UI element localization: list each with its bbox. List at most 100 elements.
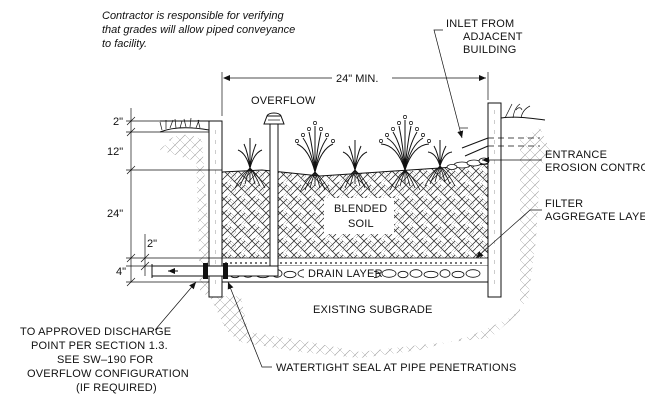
overflow-riser: OVERFLOW bbox=[251, 95, 316, 277]
aggregate-dot bbox=[365, 262, 367, 264]
inlet-label-1: INLET FROM bbox=[446, 18, 514, 30]
aggregate-dot bbox=[450, 262, 452, 264]
discharge-label-4: OVERFLOW CONFIGURATION bbox=[27, 368, 189, 380]
drain-stone bbox=[439, 269, 451, 278]
filter-callout: FILTER AGGREGATE LAYER bbox=[475, 198, 645, 259]
existing-subgrade: EXISTING SUBGRADE bbox=[160, 128, 550, 358]
drain-stone bbox=[283, 270, 297, 279]
aggregate-dot bbox=[395, 262, 397, 264]
discharge-label-5: (IF REQUIRED) bbox=[76, 382, 157, 394]
aggregate-dot bbox=[455, 262, 457, 264]
aggregate-dot bbox=[335, 262, 337, 264]
aggregate-dot bbox=[370, 262, 372, 264]
aggregate-dot bbox=[310, 262, 312, 264]
plants bbox=[234, 115, 456, 193]
plant bbox=[234, 138, 266, 189]
existing-subgrade-label: EXISTING SUBGRADE bbox=[313, 304, 433, 316]
aggregate-dot bbox=[315, 262, 317, 264]
aggregate-dot bbox=[440, 262, 442, 264]
aggregate-dot bbox=[345, 262, 347, 264]
filter-layer-dim-label: 2" bbox=[147, 238, 157, 250]
aggregate-dot bbox=[470, 262, 472, 264]
depth-dimensions: 2" 12" 24" 2" 4" bbox=[107, 108, 222, 287]
blended-soil-label-1: BLENDED bbox=[334, 203, 387, 215]
aggregate-dot bbox=[260, 262, 262, 264]
discharge-label-1: TO APPROVED DISCHARGE bbox=[20, 326, 171, 338]
right-wall bbox=[487, 102, 502, 298]
aggregate-dot bbox=[250, 262, 252, 264]
filter-label-2: AGGREGATE LAYER bbox=[545, 211, 645, 223]
aggregate-dot bbox=[330, 262, 332, 264]
aggregate-dot bbox=[355, 262, 357, 264]
note-line-3: to facility. bbox=[102, 38, 147, 50]
aggregate-dot bbox=[435, 262, 437, 264]
ponding-dim-label: 12" bbox=[107, 146, 123, 158]
blended-soil-layer: BLENDED SOIL bbox=[221, 163, 489, 258]
inlet-label-2: ADJACENT bbox=[463, 31, 523, 43]
drain-stone bbox=[465, 269, 481, 278]
drain-depth-dim-label: 4" bbox=[116, 266, 126, 278]
inlet-callout: INLET FROM ADJACENT BUILDING bbox=[433, 18, 523, 139]
aggregate-dot bbox=[390, 262, 392, 264]
aggregate-dot bbox=[300, 262, 302, 264]
freeboard-dim-label: 2" bbox=[113, 116, 123, 128]
width-dimension-label: 24" MIN. bbox=[336, 73, 378, 85]
seal-callout: WATERTIGHT SEAL AT PIPE PENETRATIONS bbox=[227, 281, 517, 374]
drain-stone bbox=[409, 269, 423, 278]
plant bbox=[379, 115, 431, 191]
aggregate-dot bbox=[290, 262, 292, 264]
aggregate-dot bbox=[285, 262, 287, 264]
drain-stone bbox=[451, 270, 465, 279]
aggregate-dot bbox=[420, 262, 422, 264]
aggregate-dot bbox=[445, 262, 447, 264]
drain-stone bbox=[423, 270, 439, 279]
aggregate-dot bbox=[305, 262, 307, 264]
grass-tufts bbox=[159, 117, 201, 131]
entrance-label-2: EROSION CONTROL bbox=[545, 162, 645, 174]
aggregate-dot bbox=[430, 262, 432, 264]
contractor-note: Contractor is responsible for verifying … bbox=[102, 10, 295, 50]
aggregate-dot bbox=[460, 262, 462, 264]
aggregate-dot bbox=[425, 262, 427, 264]
discharge-callout: TO APPROVED DISCHARGE POINT PER SECTION … bbox=[20, 281, 197, 394]
plant bbox=[339, 140, 371, 191]
note-line-1: Contractor is responsible for verifying bbox=[102, 10, 284, 22]
drain-stone bbox=[381, 269, 397, 278]
aggregate-dot bbox=[360, 262, 362, 264]
inlet-pipe bbox=[460, 127, 540, 157]
aggregate-dot bbox=[375, 262, 377, 264]
soil-depth-dim-label: 24" bbox=[107, 208, 123, 220]
overflow-label: OVERFLOW bbox=[251, 95, 316, 107]
discharge-label-2: POINT PER SECTION 1.3. bbox=[31, 340, 168, 352]
discharge-label-3: SEE SW–190 FOR bbox=[57, 354, 153, 366]
aggregate-dot bbox=[325, 262, 327, 264]
aggregate-dot bbox=[350, 262, 352, 264]
filter-label-1: FILTER bbox=[545, 198, 583, 210]
seal-label: WATERTIGHT SEAL AT PIPE PENETRATIONS bbox=[276, 362, 517, 374]
aggregate-dot bbox=[295, 262, 297, 264]
aggregate-dot bbox=[415, 262, 417, 264]
aggregate-dot bbox=[385, 262, 387, 264]
aggregate-dot bbox=[230, 262, 232, 264]
aggregate-dot bbox=[245, 262, 247, 264]
entrance-label-1: ENTRANCE bbox=[545, 149, 607, 161]
blended-soil-label-2: SOIL bbox=[348, 218, 374, 230]
plant bbox=[424, 140, 456, 187]
aggregate-dot bbox=[255, 262, 257, 264]
aggregate-dot bbox=[405, 262, 407, 264]
drain-layer-label: DRAIN LAYER bbox=[308, 268, 383, 280]
aggregate-dot bbox=[320, 262, 322, 264]
aggregate-dot bbox=[475, 262, 477, 264]
aggregate-dot bbox=[410, 262, 412, 264]
filter-aggregate-layer bbox=[222, 257, 488, 267]
aggregate-dot bbox=[380, 262, 382, 264]
aggregate-dot bbox=[480, 262, 482, 264]
entrance-callout: ENTRANCE EROSION CONTROL bbox=[482, 149, 645, 174]
aggregate-dot bbox=[465, 262, 467, 264]
plant bbox=[295, 121, 335, 193]
aggregate-dot bbox=[265, 262, 267, 264]
aggregate-dot bbox=[235, 262, 237, 264]
aggregate-dot bbox=[400, 262, 402, 264]
aggregate-dot bbox=[240, 262, 242, 264]
